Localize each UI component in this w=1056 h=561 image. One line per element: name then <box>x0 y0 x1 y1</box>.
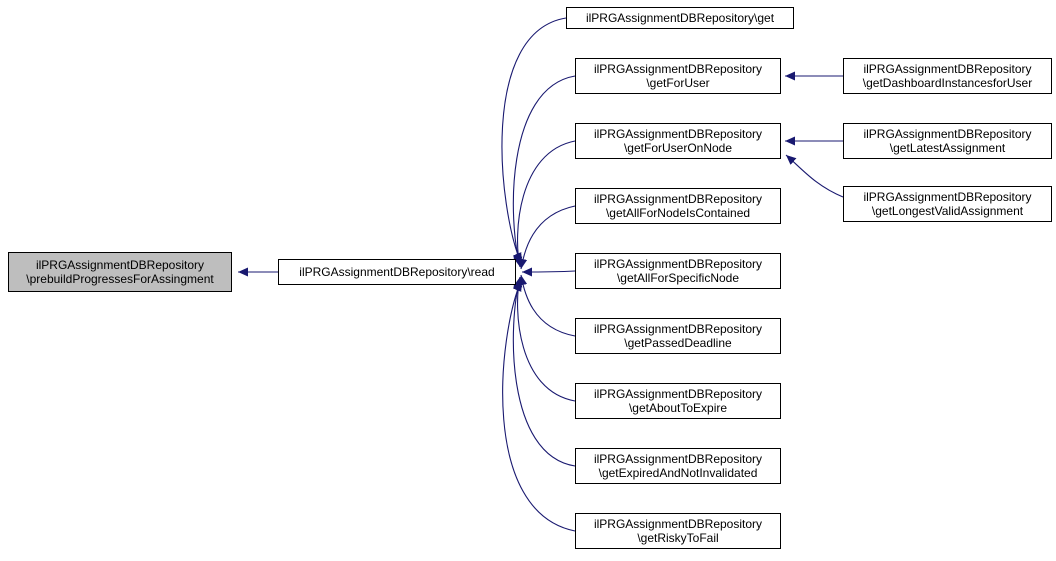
node-label-line2: \getRiskyToFail <box>637 531 719 545</box>
node-label-line2: \getAllForNodeIsContained <box>605 206 751 220</box>
edge-getPassedDeadline-to-read <box>518 274 576 337</box>
node-label: ilPRGAssignmentDBRepository\read <box>299 265 495 279</box>
node-label-line2: \getForUserOnNode <box>623 141 733 155</box>
node-label-line2: \getLatestAssignment <box>889 141 1006 155</box>
node-label-line1: ilPRGAssignmentDBRepository <box>35 258 205 272</box>
node-label-line2: \getLongestValidAssignment <box>871 204 1024 218</box>
node-label-line1: ilPRGAssignmentDBRepository <box>593 257 763 271</box>
node-label-line2: \getExpiredAndNotInvalidated <box>598 466 758 480</box>
node-label-line1: ilPRGAssignmentDBRepository <box>593 127 763 141</box>
node-get[interactable]: ilPRGAssignmentDBRepository\get <box>566 7 794 29</box>
node-label-line1: ilPRGAssignmentDBRepository <box>593 517 763 531</box>
node-get-all-for-node-is-contained[interactable]: ilPRGAssignmentDBRepository \getAllForNo… <box>575 188 781 224</box>
node-label-line1: ilPRGAssignmentDBRepository <box>863 127 1032 141</box>
edge-getForUserOnNode-to-read <box>513 140 576 268</box>
node-get-expired-and-not-invalidated[interactable]: ilPRGAssignmentDBRepository \getExpiredA… <box>575 448 781 484</box>
node-get-longest-valid-assignment[interactable]: ilPRGAssignmentDBRepository \getLongestV… <box>843 186 1052 222</box>
node-label-line1: ilPRGAssignmentDBRepository <box>593 192 763 206</box>
edge-get-to-read <box>501 17 567 264</box>
node-label-line2: \getForUser <box>646 76 710 90</box>
node-get-risky-to-fail[interactable]: ilPRGAssignmentDBRepository \getRiskyToF… <box>575 513 781 549</box>
node-prebuild-progresses-for-assingment: ilPRGAssignmentDBRepository \prebuildPro… <box>8 252 232 292</box>
node-get-all-for-specific-node[interactable]: ilPRGAssignmentDBRepository \getAllForSp… <box>575 253 781 289</box>
edge-getExpiredAndNotInvalidated-to-read <box>512 278 576 467</box>
node-get-latest-assignment[interactable]: ilPRGAssignmentDBRepository \getLatestAs… <box>843 123 1052 159</box>
node-get-for-user[interactable]: ilPRGAssignmentDBRepository \getForUser <box>575 58 781 94</box>
node-label-line1: ilPRGAssignmentDBRepository <box>863 190 1032 204</box>
node-get-about-to-expire[interactable]: ilPRGAssignmentDBRepository \getAboutToE… <box>575 383 781 419</box>
edge-getRiskyToFail-to-read <box>502 280 576 532</box>
node-label-line1: ilPRGAssignmentDBRepository <box>593 322 763 336</box>
node-label-line1: ilPRGAssignmentDBRepository <box>593 452 763 466</box>
node-label-line2: \getPassedDeadline <box>624 336 732 350</box>
edge-getAllForSpecificNode-to-read <box>521 267 576 277</box>
edge-getLongestValidAssignment-to-getForUserOnNode <box>785 154 844 198</box>
node-label-line2: \getDashboardInstancesforUser <box>862 76 1033 90</box>
node-get-passed-deadline[interactable]: ilPRGAssignmentDBRepository \getPassedDe… <box>575 318 781 354</box>
edge-getForUser-to-read <box>512 75 576 266</box>
node-label-line2: \prebuildProgressesForAssingment <box>26 272 214 286</box>
node-label-line1: ilPRGAssignmentDBRepository <box>863 62 1032 76</box>
node-get-dashboard-instances-for-user[interactable]: ilPRGAssignmentDBRepository \getDashboar… <box>843 58 1052 94</box>
node-label-line2: \getAllForSpecificNode <box>616 271 740 285</box>
node-label-line2: \getAboutToExpire <box>628 401 728 415</box>
node-label-line1: ilPRGAssignmentDBRepository <box>593 387 763 401</box>
edge-getAllForNodeIsContained-to-read <box>518 205 576 270</box>
node-label: ilPRGAssignmentDBRepository\get <box>585 11 775 25</box>
node-label-line1: ilPRGAssignmentDBRepository <box>593 62 763 76</box>
node-get-for-user-on-node[interactable]: ilPRGAssignmentDBRepository \getForUserO… <box>575 123 781 159</box>
node-read[interactable]: ilPRGAssignmentDBRepository\read <box>278 259 516 285</box>
